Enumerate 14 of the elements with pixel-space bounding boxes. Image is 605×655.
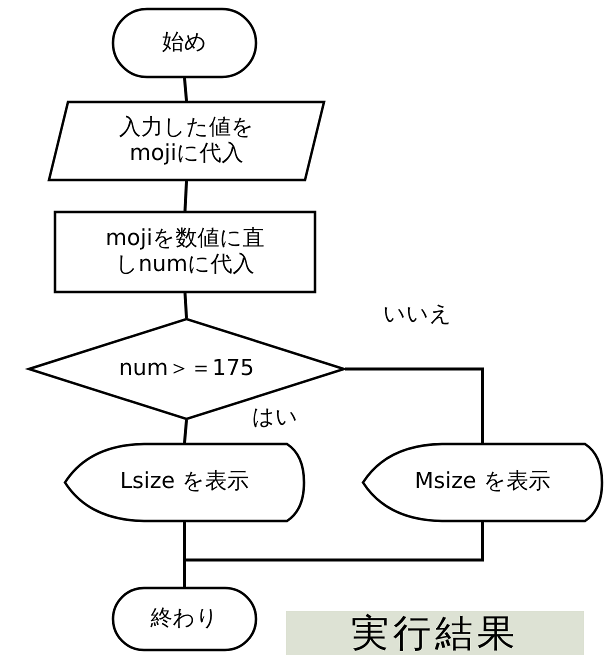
connector-line [183, 420, 188, 444]
display-shape: Lsize を表示 [64, 443, 305, 522]
connector-line [184, 292, 188, 318]
display-shape: Msize を表示 [362, 443, 603, 522]
connector-line [183, 522, 484, 587]
connector-line [183, 78, 188, 102]
connector-line [184, 180, 188, 212]
terminal-shape: 終わり [112, 587, 257, 651]
edge-label: いいえ [383, 303, 452, 328]
connector-line [345, 368, 484, 443]
result-heading: 実行結果 [286, 611, 584, 655]
terminal-shape: 始め [112, 8, 257, 78]
process-box: mojiを数値に直しnumに代入 [54, 211, 316, 293]
input-parallelogram: 入力した値をmojiに代入 [48, 101, 325, 181]
